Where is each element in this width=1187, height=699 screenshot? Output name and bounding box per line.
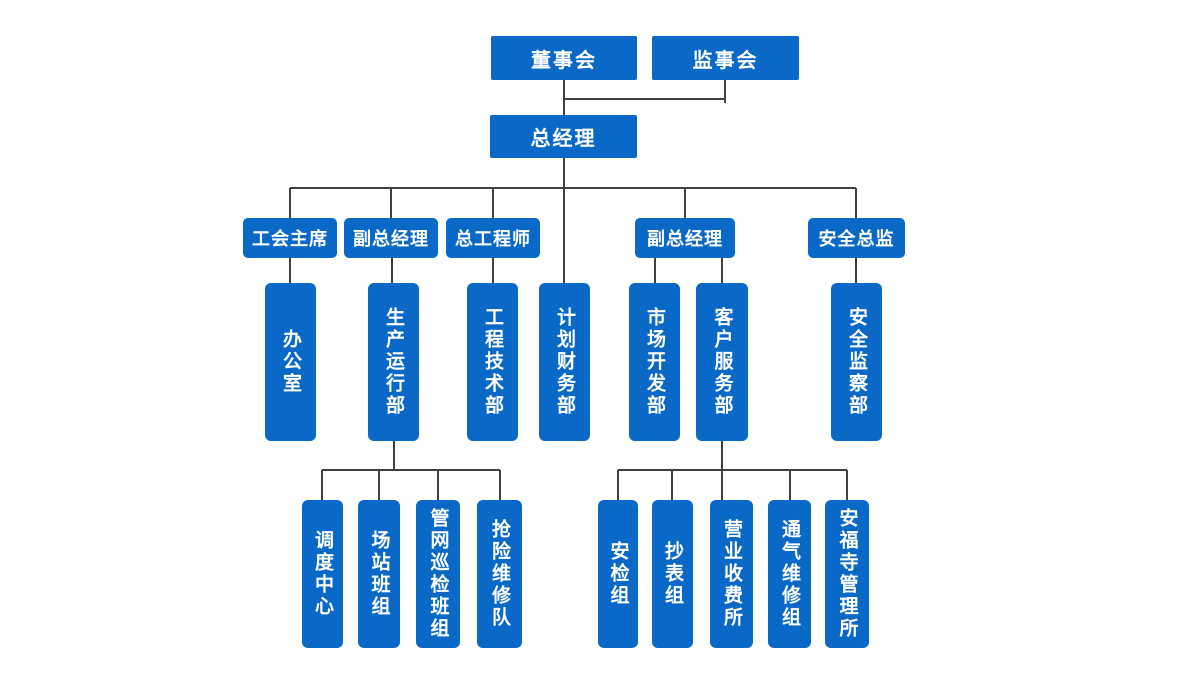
node-gas-connection-maintenance-group: 通气维修组 [768, 500, 811, 648]
node-anfusi-management-office: 安福寺管理所 [825, 500, 869, 648]
node-business-fee-office: 营业收费所 [710, 500, 753, 648]
node-customer-service-dept: 客户服务部 [696, 283, 748, 441]
connector-customer-service-children [617, 441, 848, 500]
node-station-team: 场站班组 [358, 500, 400, 648]
node-board-of-directors: 董事会 [491, 36, 637, 80]
node-planning-finance-dept: 计划财务部 [539, 283, 590, 441]
node-market-development-dept: 市场开发部 [629, 283, 680, 441]
connector-level3-to-departments [289, 258, 857, 283]
node-meter-reading-group: 抄表组 [652, 500, 693, 648]
node-safety-check-group: 安检组 [598, 500, 638, 648]
node-union-chairman: 工会主席 [243, 218, 337, 258]
node-dispatch-center: 调度中心 [302, 500, 343, 648]
node-safety-supervision-dept: 安全监察部 [831, 283, 882, 441]
node-general-manager: 总经理 [490, 115, 637, 158]
node-office: 办公室 [265, 283, 316, 441]
node-safety-director: 安全总监 [808, 218, 905, 258]
node-pipeline-inspection-team: 管网巡检班组 [416, 500, 460, 648]
node-deputy-general-manager-1: 副总经理 [344, 218, 438, 258]
node-supervisory-board: 监事会 [652, 36, 799, 80]
node-engineering-technology-dept: 工程技术部 [467, 283, 518, 441]
node-chief-engineer: 总工程师 [446, 218, 540, 258]
connector-top-level [563, 80, 726, 115]
node-deputy-general-manager-2: 副总经理 [635, 218, 735, 258]
node-production-operations-dept: 生产运行部 [368, 283, 419, 441]
node-emergency-repair-team: 抢险维修队 [477, 500, 522, 648]
connector-level3-rail [289, 187, 857, 218]
connector-production-children [321, 441, 501, 500]
